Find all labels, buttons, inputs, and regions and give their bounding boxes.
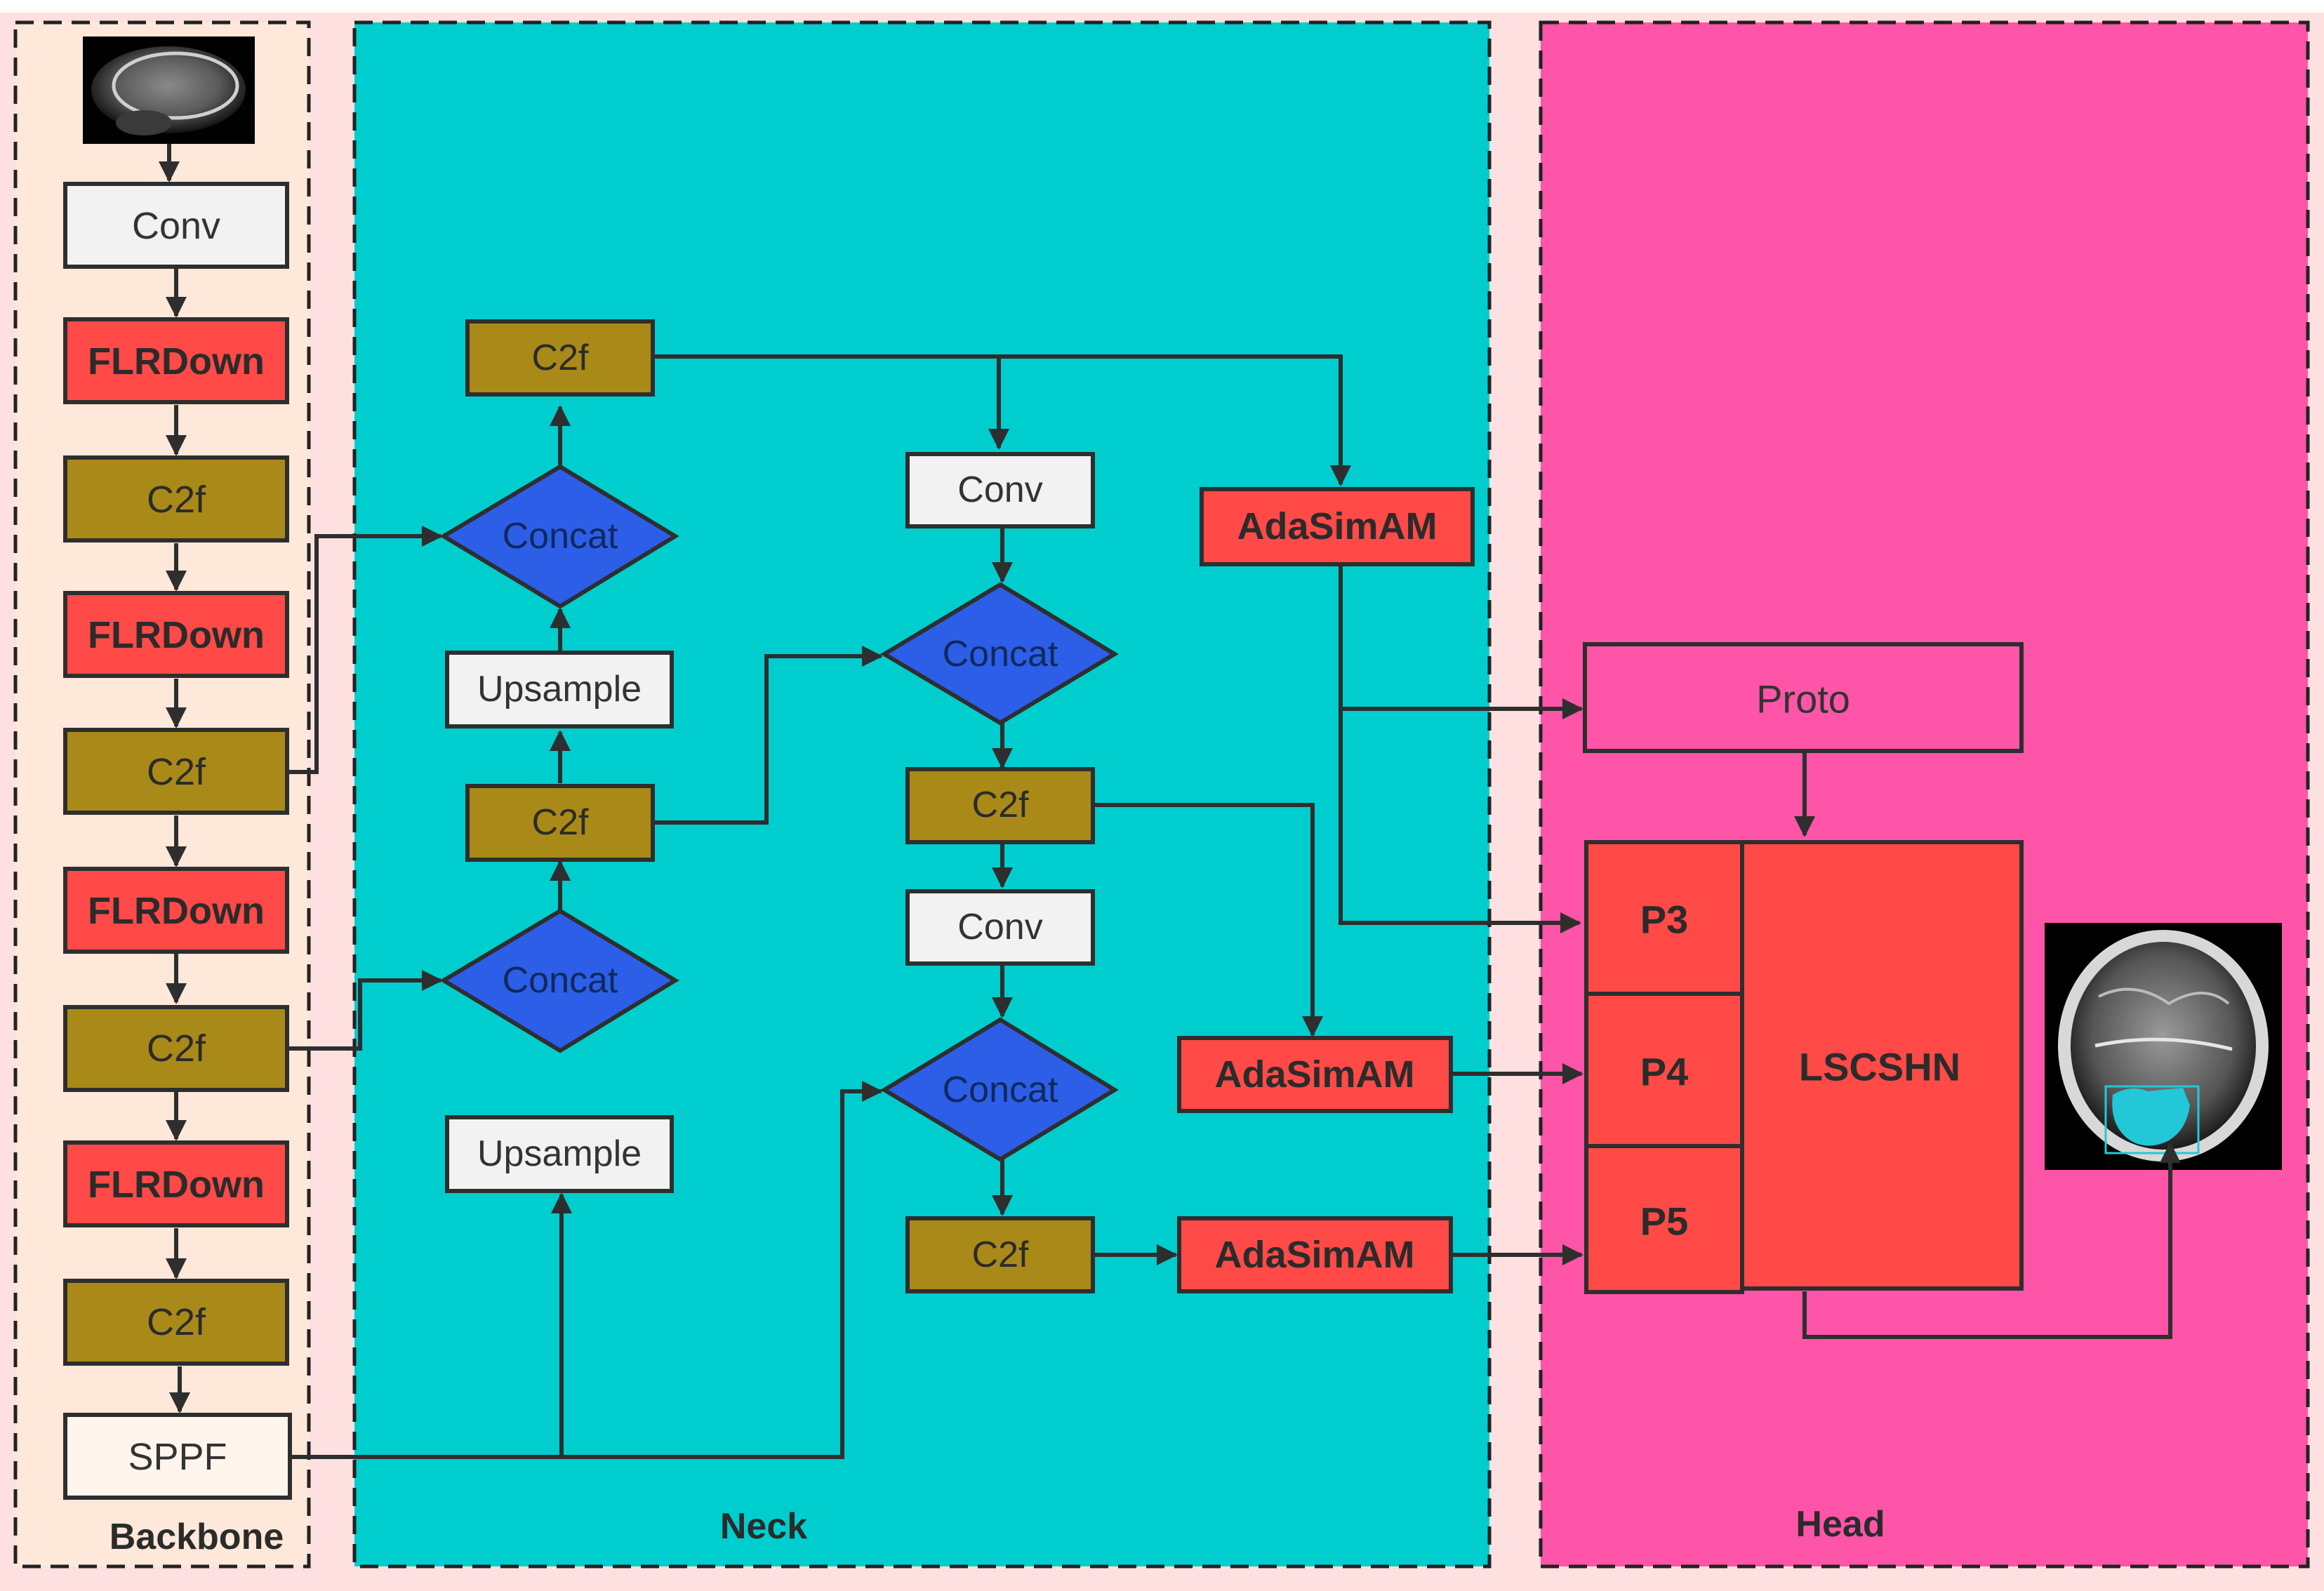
svg-text:C2f: C2f [972,1234,1029,1275]
backbone-flrdown-4: FLRDown [63,1140,289,1227]
neck-upsample-1: Upsample [445,651,674,728]
svg-text:FLRDown: FLRDown [88,890,265,932]
head-region [1541,22,2308,1566]
neck-label: Neck [720,1506,807,1547]
svg-text:C2f: C2f [147,1301,206,1343]
backbone-label: Backbone [109,1517,284,1557]
svg-text:Conv: Conv [957,470,1042,510]
head-proto: Proto [1583,642,2024,753]
svg-text:AdaSimAM: AdaSimAM [1214,1234,1414,1276]
backbone-flrdown-3: FLRDown [63,867,289,954]
svg-text:Concat: Concat [503,960,618,1001]
svg-text:C2f: C2f [147,1027,206,1070]
svg-text:FLRDown: FLRDown [88,614,265,656]
backbone-sppf: SPPF [63,1413,292,1500]
svg-text:Proto: Proto [1756,677,1850,721]
neck-adasimam-2: AdaSimAM [1177,1036,1453,1113]
svg-text:AdaSimAM: AdaSimAM [1237,505,1437,547]
svg-text:AdaSimAM: AdaSimAM [1214,1053,1414,1096]
neck-c2f-4: C2f [905,1216,1095,1293]
head-p4: P4 [1640,1050,1689,1094]
neck-conv-2: Conv [905,889,1095,966]
backbone-c2f-1: C2f [63,455,289,542]
svg-text:Conv: Conv [957,907,1042,947]
output-segmentation-image [2045,923,2282,1170]
neck-concat-4: Concat [880,1017,1119,1162]
backbone-c2f-4: C2f [63,1279,289,1366]
svg-text:C2f: C2f [147,751,206,793]
backbone-c2f-3: C2f [63,1005,289,1092]
neck-concat-1: Concat [439,464,679,609]
head-detection-block [1584,840,2024,1294]
svg-text:C2f: C2f [147,479,206,521]
backbone-flrdown-2: FLRDown [63,591,289,678]
neck-adasimam-1: AdaSimAM [1200,487,1475,566]
svg-text:Upsample: Upsample [477,669,642,710]
backbone-flrdown-1: FLRDown [63,317,289,404]
svg-text:Concat: Concat [943,634,1058,674]
backbone-conv: Conv [63,182,289,269]
svg-text:Concat: Concat [943,1070,1058,1110]
head-p5: P5 [1640,1199,1689,1244]
neck-concat-3: Concat [880,582,1119,726]
head-p3: P3 [1640,898,1689,942]
head-lscshn: LSCSHN [1799,1045,1960,1089]
neck-c2f-mid: C2f [465,784,655,862]
backbone-c2f-2: C2f [63,728,289,815]
svg-text:Conv: Conv [132,205,220,247]
neck-adasimam-3: AdaSimAM [1177,1216,1453,1293]
svg-text:Upsample: Upsample [477,1133,642,1174]
svg-text:Concat: Concat [503,516,618,557]
neck-c2f-top: C2f [465,319,655,397]
svg-text:C2f: C2f [532,338,589,378]
neck-upsample-2: Upsample [445,1115,674,1193]
svg-text:C2f: C2f [972,785,1029,825]
connections [159,144,2181,1459]
svg-text:C2f: C2f [532,802,589,843]
input-mri-image [83,36,255,144]
svg-text:SPPF: SPPF [128,1436,227,1478]
svg-text:FLRDown: FLRDown [88,1164,265,1206]
head-label: Head [1795,1504,1885,1545]
neck-c2f-3: C2f [905,767,1095,844]
neck-concat-2: Concat [439,908,679,1053]
neck-conv-1: Conv [905,452,1095,528]
svg-text:FLRDown: FLRDown [88,340,265,382]
